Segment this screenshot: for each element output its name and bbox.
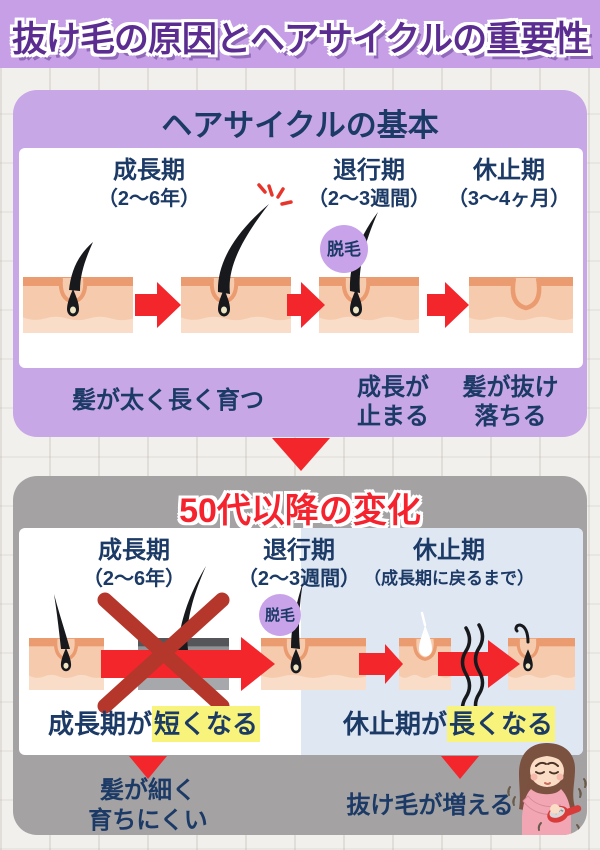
outcome-line: 成長が — [357, 374, 429, 401]
face — [530, 755, 564, 787]
phase-name: 退行期 — [263, 537, 335, 564]
blush — [530, 773, 538, 781]
side-hair — [565, 765, 572, 795]
short-hair — [54, 594, 70, 649]
outcome-stop: 成長が止まる — [318, 373, 468, 431]
phase-duration: （2〜3週間） — [237, 568, 361, 590]
result-thin-hair: 髪が細く育ちにくい — [28, 776, 268, 835]
label-prefix: 成長期が — [47, 709, 152, 739]
bangs — [524, 745, 570, 769]
phase-telogen: 休止期 （成長期に戻るまで） — [354, 536, 544, 592]
right-arrow-icon — [135, 282, 181, 328]
page-title: 抜け毛の原因とヘアサイクルの重要性 — [11, 20, 589, 59]
phase-catagen: 退行期 （2〜3週間） — [204, 536, 394, 592]
after50-section: 50代以降の変化 成長期 （2〜6年） 退行期 （2〜3週間） 休止期 （成長期… — [13, 476, 587, 835]
phase-name: 休止期 — [413, 537, 485, 564]
hair-loss-badge: 脱毛 — [259, 594, 301, 636]
hair-loss-badge-label: 脱毛 — [265, 606, 295, 624]
worried-face — [535, 761, 559, 775]
outcome-grow: 髪が太く長く育つ — [72, 387, 264, 414]
label-highlight: 短くなる — [152, 706, 261, 742]
phase-telogen: 休止期 （3〜4ヶ月） — [439, 156, 579, 212]
outcome-line: 止まる — [357, 403, 429, 430]
detaching-hair — [349, 212, 378, 293]
short-hair — [69, 242, 93, 291]
outcome-fall: 髪が抜け落ちる — [433, 373, 587, 431]
phase-duration: （3〜4ヶ月） — [447, 188, 571, 210]
phase-growth: 成長期 （2〜6年） — [49, 156, 249, 212]
mouth — [544, 782, 551, 785]
phase-growth: 成長期 （2〜6年） — [44, 536, 224, 592]
growth-sparkle-icon — [257, 183, 293, 206]
hair-loss-badge: 脱毛 — [320, 225, 368, 273]
outcome-line: 落ちる — [474, 403, 547, 430]
right-arrow-icon — [359, 644, 403, 684]
blush — [556, 773, 564, 781]
right-arrow-icon — [438, 640, 520, 688]
basic-section-heading: ヘアサイクルの基本 — [161, 108, 439, 143]
hair-cycle-illustration: 脱毛 — [23, 183, 573, 333]
phase-duration: （2〜3週間） — [307, 188, 431, 210]
down-arrow-icon — [272, 438, 330, 471]
phase-duration: （成長期に戻るまで） — [364, 569, 534, 588]
hand — [550, 804, 560, 814]
after50-heading: 50代以降の変化 — [179, 492, 421, 530]
long-hair — [217, 204, 269, 294]
result-line: 髪が細く — [100, 777, 196, 804]
motion-lines — [507, 778, 587, 806]
basic-cycle-section: ヘアサイクルの基本 成長期 （2〜6年） 退行期 （2〜3週間） 休止期 （3〜… — [13, 90, 587, 437]
phase-name: 成長期 — [98, 537, 170, 564]
phase-duration: （2〜6年） — [82, 568, 186, 590]
side-hair — [522, 765, 529, 795]
label-highlight: 長くなる — [447, 706, 556, 742]
after50-cycle-illustration: 脱毛 — [29, 566, 575, 721]
cross-out-icon — [97, 592, 230, 714]
hair-loss-badge-label: 脱毛 — [327, 239, 361, 259]
right-arrow-icon — [287, 282, 325, 328]
phase-name: 休止期 — [473, 157, 545, 184]
phase-name: 退行期 — [333, 157, 405, 184]
rest-lengthens-label: 休止期が長くなる — [324, 704, 574, 742]
label-prefix: 休止期が — [342, 709, 447, 739]
down-arrow-icon — [441, 756, 479, 779]
phase-catagen: 退行期 （2〜3週間） — [274, 156, 464, 212]
empty-follicle — [513, 278, 539, 308]
worried-woman-illustration — [507, 743, 587, 835]
basic-cycle-panel: 成長期 （2〜6年） 退行期 （2〜3週間） 休止期 （3〜4ヶ月） — [19, 148, 583, 368]
new-hair — [514, 623, 533, 672]
result-line: 育ちにくい — [88, 807, 208, 834]
phase-duration: （2〜6年） — [97, 188, 201, 210]
down-arrow-icon — [129, 756, 167, 779]
after50-panel: 成長期 （2〜6年） 退行期 （2〜3週間） 休止期 （成長期に戻るまで） — [19, 528, 583, 755]
skin-block — [261, 638, 366, 690]
right-arrow-icon — [427, 282, 469, 328]
growth-shortens-label: 成長期が短くなる — [29, 704, 279, 742]
outcome-line: 髪が抜け — [462, 374, 559, 401]
title-banner: 抜け毛の原因とヘアサイクルの重要性 — [0, 0, 600, 68]
phase-name: 成長期 — [113, 157, 185, 184]
time-lapse-squiggle-icon — [460, 623, 485, 721]
result-more-loss: 抜け毛が増える — [346, 792, 514, 819]
white-resting-hair — [419, 611, 432, 657]
motion-lines — [537, 822, 581, 833]
